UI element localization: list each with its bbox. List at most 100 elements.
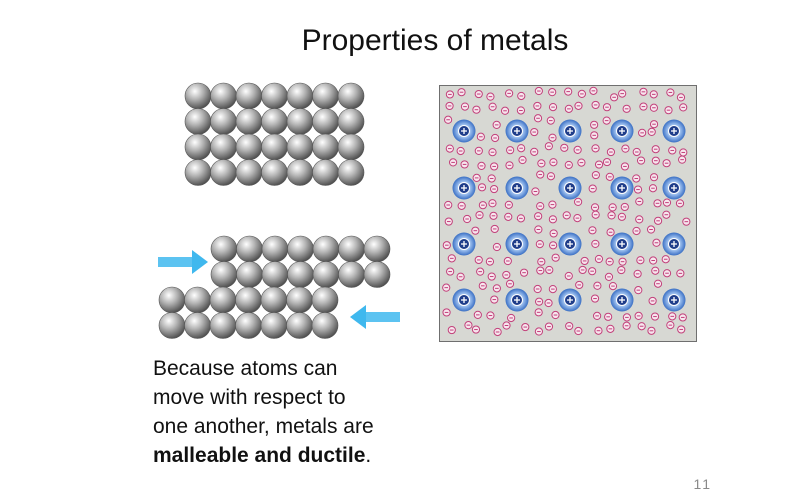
metal-atom bbox=[184, 108, 212, 135]
electron bbox=[622, 321, 631, 330]
metal-cation bbox=[452, 119, 476, 143]
metal-atom bbox=[184, 159, 212, 186]
electron bbox=[536, 170, 545, 179]
electron bbox=[605, 257, 614, 266]
electron bbox=[679, 148, 688, 157]
electron bbox=[445, 90, 455, 99]
electron bbox=[560, 143, 569, 152]
metal-cation bbox=[610, 232, 634, 256]
electron bbox=[476, 132, 485, 141]
metal-cation bbox=[558, 288, 582, 312]
metal-atom bbox=[312, 235, 340, 263]
metal-atom bbox=[261, 261, 289, 288]
electron bbox=[530, 127, 539, 137]
metal-atom bbox=[236, 261, 263, 288]
metal-atom bbox=[287, 261, 314, 288]
electron bbox=[662, 159, 671, 168]
metal-atom bbox=[260, 312, 288, 339]
metal-atom bbox=[337, 82, 365, 110]
electron bbox=[653, 279, 663, 288]
electron bbox=[577, 158, 586, 167]
electron bbox=[564, 160, 573, 170]
electron bbox=[636, 156, 646, 165]
electron bbox=[457, 88, 466, 97]
electron bbox=[618, 257, 627, 266]
metal-atom bbox=[235, 108, 263, 135]
metal-atom bbox=[261, 159, 288, 186]
electron bbox=[548, 284, 557, 294]
electron bbox=[521, 322, 530, 332]
electron bbox=[502, 321, 511, 330]
electron bbox=[649, 90, 658, 99]
electron bbox=[516, 214, 526, 223]
electron bbox=[492, 120, 501, 129]
electron bbox=[534, 308, 543, 317]
electron bbox=[544, 322, 554, 331]
electron bbox=[638, 128, 647, 137]
electron bbox=[632, 226, 641, 236]
caption-bold: malleable and ductile bbox=[153, 444, 366, 467]
electron bbox=[632, 174, 641, 183]
electron bbox=[590, 203, 600, 212]
electron bbox=[478, 281, 487, 290]
electron bbox=[591, 239, 600, 248]
electron bbox=[606, 147, 616, 157]
metal-atom bbox=[312, 159, 339, 186]
metal-atom bbox=[286, 82, 314, 110]
electron bbox=[488, 102, 497, 111]
electron bbox=[474, 89, 483, 99]
electron bbox=[602, 157, 612, 167]
caption: Because atoms can move with respect to o… bbox=[153, 354, 473, 470]
electron bbox=[679, 103, 688, 112]
electron bbox=[446, 267, 455, 276]
electron bbox=[594, 326, 603, 335]
electron bbox=[456, 146, 465, 156]
electron bbox=[662, 198, 672, 207]
electron bbox=[578, 265, 587, 275]
electron bbox=[651, 266, 660, 275]
electron bbox=[533, 284, 542, 294]
electron bbox=[562, 211, 571, 220]
electron bbox=[551, 310, 560, 320]
electron bbox=[564, 87, 573, 96]
electron bbox=[518, 155, 527, 165]
metal-atom bbox=[210, 235, 238, 263]
electron bbox=[577, 89, 586, 99]
metal-atom bbox=[184, 312, 211, 339]
metal-atom bbox=[312, 133, 339, 161]
metal-atom bbox=[184, 286, 211, 314]
electron bbox=[634, 286, 643, 295]
electron bbox=[477, 161, 486, 171]
electron bbox=[531, 187, 540, 196]
electron bbox=[534, 86, 543, 96]
electron bbox=[485, 257, 495, 266]
electron bbox=[664, 106, 673, 115]
electron bbox=[502, 270, 511, 280]
metal-atom bbox=[286, 108, 314, 135]
metal-atom bbox=[184, 133, 212, 161]
electron bbox=[647, 326, 656, 335]
electron bbox=[580, 256, 589, 266]
metal-cation bbox=[662, 176, 686, 200]
electron bbox=[661, 255, 670, 264]
metal-atom bbox=[286, 312, 313, 339]
metal-atom bbox=[363, 235, 391, 263]
electron bbox=[442, 241, 451, 250]
push-left-arrow bbox=[350, 305, 400, 329]
metal-cation bbox=[662, 288, 686, 312]
electron bbox=[544, 298, 553, 308]
electron bbox=[590, 294, 600, 303]
electron bbox=[620, 162, 630, 171]
electron bbox=[648, 184, 658, 193]
electron bbox=[444, 217, 453, 226]
electron bbox=[649, 120, 659, 129]
electron bbox=[517, 144, 526, 153]
metal-atom bbox=[311, 312, 339, 339]
electron bbox=[490, 295, 499, 304]
electron bbox=[534, 225, 543, 234]
metal-atom bbox=[210, 159, 237, 186]
electron bbox=[574, 326, 583, 336]
electron bbox=[537, 257, 546, 266]
electron bbox=[486, 311, 495, 320]
metal-cation bbox=[452, 288, 476, 312]
